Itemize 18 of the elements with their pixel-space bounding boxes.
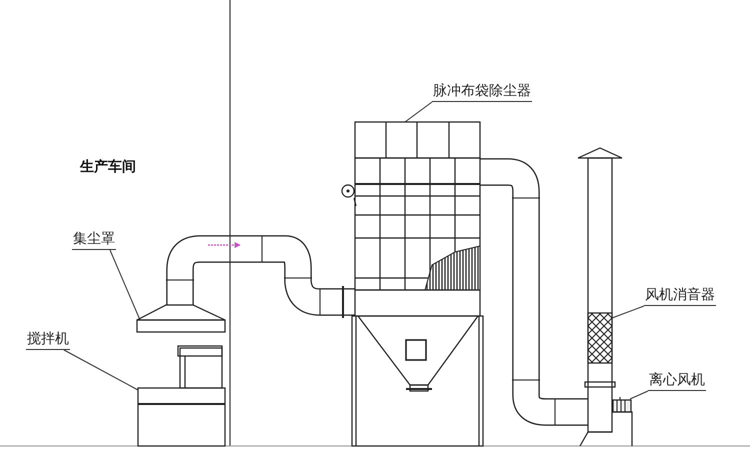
callout-label: 脉冲布袋除尘器 (432, 82, 532, 102)
exhaust-stack-drawing (577, 147, 623, 446)
silencer-drawing (587, 312, 613, 364)
dust-hood-drawing (136, 304, 226, 333)
room-label: 生产车间 (80, 158, 136, 176)
leader-line (630, 390, 648, 400)
callout-label: 集尘罩 (72, 230, 116, 250)
leader-line (404, 102, 432, 122)
duct (480, 158, 588, 426)
callout-label: 搅拌机 (26, 330, 70, 350)
leader-line (64, 350, 138, 390)
leader-line (612, 306, 644, 318)
leader-line (110, 250, 140, 320)
callout-label: 风机消音器 (644, 286, 716, 306)
bag-filter-drawing (341, 121, 484, 447)
callout-label: 离心风机 (648, 371, 706, 391)
mixer-drawing (137, 345, 226, 447)
centrifugal-fan-drawing (612, 396, 633, 446)
